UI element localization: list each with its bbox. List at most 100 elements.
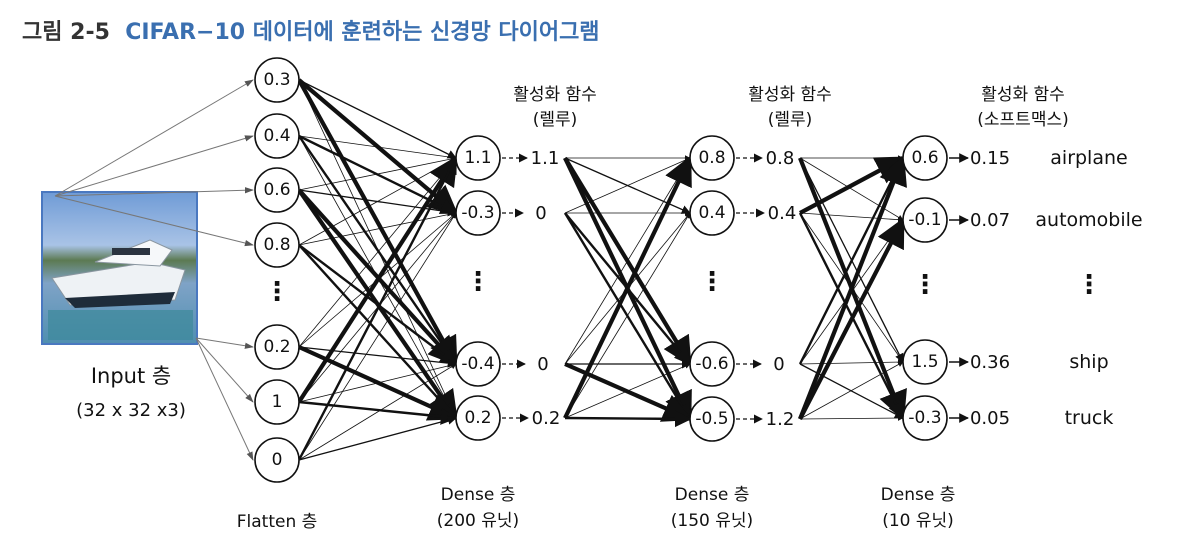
flatten-neuron-value: 1 (272, 392, 283, 412)
dense1-neuron: 0.2 (455, 395, 501, 441)
flatten-dense1-connection (298, 156, 457, 191)
dense2-neuron: -0.6 (689, 341, 735, 387)
dense-layer-label: Dense 층 (675, 485, 750, 505)
dense3-neuron-value: -0.1 (908, 210, 941, 230)
flatten-neuron-value: 0 (272, 450, 283, 470)
flatten-dense1-connection (298, 363, 457, 461)
dense2-output-value: 1.2 (766, 409, 795, 430)
activation-title: 활성화 함수 (748, 85, 832, 105)
dense2-dense3-connection (799, 212, 904, 223)
activation-title: 활성화 함수 (981, 85, 1065, 105)
flatten-dense1-connection (298, 400, 458, 425)
dense3-neuron: -0.3 (902, 395, 948, 441)
dense1-output-value: 0.2 (532, 408, 561, 429)
input-connection (54, 135, 254, 197)
flatten-dense1-connection (298, 157, 457, 348)
flatten-neuron-circle (254, 222, 300, 268)
flatten-dense1-connection (298, 362, 457, 403)
activation-type: (렐루) (533, 110, 578, 130)
flatten-neuron-value: 0.2 (263, 337, 290, 357)
flatten-dense1-connection (297, 78, 459, 215)
dense1-neuron-circle (455, 341, 501, 387)
flatten-dense1-connection (298, 244, 458, 366)
flatten-neuron: 0.2 (254, 324, 300, 370)
flatten-neuron: 1 (254, 379, 300, 425)
dense-layer-label: Dense 층 (441, 485, 516, 505)
dense1-neuron-circle (455, 135, 501, 181)
dense3-neuron-circle (902, 339, 948, 385)
dense2-neuron-value: 0.4 (698, 203, 725, 223)
dense3-neuron: -0.1 (902, 197, 948, 243)
dense1-neuron-value: 1.1 (464, 148, 491, 168)
flatten-neuron-value: 0.4 (263, 126, 290, 146)
dense2-neuron: 0.4 (689, 190, 735, 236)
dense1-dense2-connection (563, 155, 692, 419)
connections (54, 78, 969, 461)
flatten-neuron-circle (254, 437, 300, 483)
dense2-neuron-circle (689, 190, 735, 236)
dense2-neuron-circle (689, 135, 735, 181)
dense3-neuron: 1.5 (902, 339, 948, 385)
dense2-output-value: 0.4 (768, 203, 797, 224)
flatten-neuron-circle (254, 113, 300, 159)
dense2-dense3-connection (798, 155, 907, 420)
neurons: 0.3 0.4 0.6 0.8 0.2 1 0 1.1 -0.3 -0.4 0.2 0.8 0.4 -0.… (254, 57, 948, 483)
flatten-dense1-connection (297, 156, 458, 461)
dense-layer-label: Dense 층 (881, 485, 956, 505)
flatten-dense1-connection (298, 135, 457, 366)
flatten-dense1-connection (298, 79, 457, 159)
flatten-dense1-connection (298, 211, 457, 246)
dense1-dense2-connection (564, 410, 692, 428)
dense1-neuron-value: -0.4 (461, 354, 494, 374)
flatten-dense1-connection (298, 346, 457, 368)
activation-type: (렐루) (768, 110, 813, 130)
ellipsis: ⋮ (465, 267, 491, 297)
dense2-neuron-value: -0.5 (695, 409, 728, 429)
dense1-neuron-circle (455, 190, 501, 236)
flatten-neuron-value: 0.6 (263, 180, 290, 200)
flatten-dense1-connection (298, 244, 458, 420)
input-connection (54, 187, 254, 197)
dense1-neuron-circle (455, 395, 501, 441)
dense1-output-value: 0 (535, 203, 546, 224)
dense2-output-value: 0.8 (766, 148, 795, 169)
dense2-neuron-circle (689, 396, 735, 442)
dense3-neuron-circle (902, 135, 948, 181)
dense2-neuron: -0.5 (689, 396, 735, 442)
dense2-neuron-value: 0.8 (698, 148, 725, 168)
dense1-dense2-connection (564, 157, 691, 365)
softmax-output-value: 0.07 (970, 210, 1010, 231)
activation-type: (소프트맥스) (977, 110, 1068, 130)
dense3-neuron-circle (902, 395, 948, 441)
dense1-output-value: 0 (537, 354, 548, 375)
class-label: automobile (1035, 209, 1142, 231)
activation-title: 활성화 함수 (513, 85, 597, 105)
dense1-neuron: 1.1 (455, 135, 501, 181)
flatten-neuron: 0.3 (254, 57, 300, 103)
input-connection (195, 337, 254, 349)
dense2-dense3-connection (799, 157, 904, 221)
dense3-neuron-value: -0.3 (908, 408, 941, 428)
input-layer-label: Input 층 (91, 364, 171, 388)
flatten-dense1-connection (297, 78, 458, 367)
dense1-output-value: 1.1 (531, 148, 560, 169)
flatten-neuron: 0.6 (254, 167, 300, 213)
dense3-neuron: 0.6 (902, 135, 948, 181)
flatten-neuron-value: 0.8 (263, 235, 290, 255)
flatten-neuron: 0.4 (254, 113, 300, 159)
figure-caption: CIFAR−10 데이터에 훈련하는 신경망 다이어그램 (125, 20, 600, 45)
dense-layer-units: (200 유닛) (437, 511, 519, 531)
dense1-neuron: -0.4 (455, 341, 501, 387)
dense2-dense3-connection (798, 156, 905, 365)
dense2-dense3-connection (799, 415, 904, 421)
class-label: airplane (1050, 147, 1127, 169)
flatten-dense1-connection (298, 135, 457, 161)
ellipsis: ⋮ (264, 277, 290, 307)
flatten-dense1-connection (298, 212, 457, 461)
dense-layer-units: (10 유닛) (882, 511, 954, 531)
figure-number: 그림 2-5 (22, 20, 110, 45)
dense3-neuron-value: 1.5 (911, 352, 938, 372)
flatten-neuron-circle (254, 167, 300, 213)
dense2-dense3-connection (799, 361, 904, 420)
